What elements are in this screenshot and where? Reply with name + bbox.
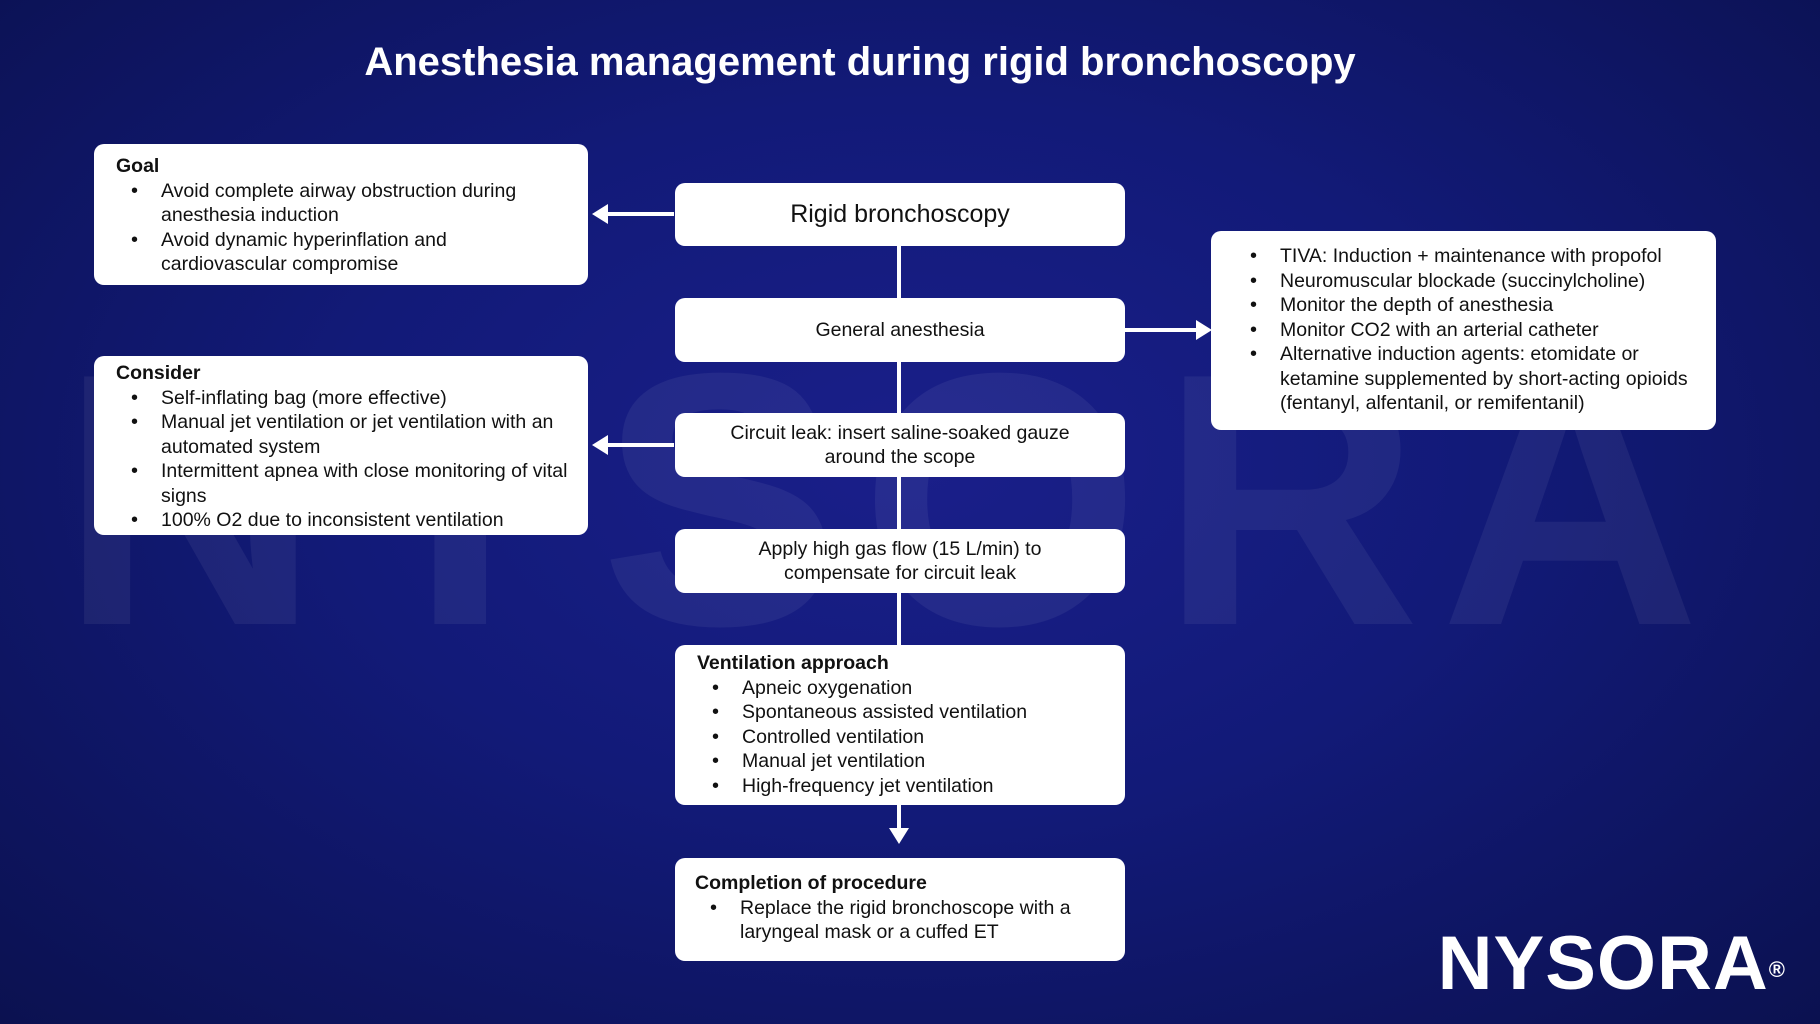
- list-item: Avoid dynamic hyperinflation and cardiov…: [131, 228, 568, 277]
- rigid-bronchoscopy-box: Rigid bronchoscopy: [675, 183, 1125, 246]
- completion-list: Replace the rigid bronchoscope with a la…: [695, 896, 1105, 945]
- circuit-leak-box: Circuit leak: insert saline-soaked gauze…: [675, 413, 1125, 477]
- goal-box: Goal Avoid complete airway obstruction d…: [94, 144, 588, 285]
- completion-box: Completion of procedure Replace the rigi…: [675, 858, 1125, 961]
- arrow-left-icon: [592, 435, 608, 455]
- goal-heading: Goal: [116, 155, 160, 177]
- consider-heading: Consider: [116, 362, 201, 384]
- list-item: Controlled ventilation: [712, 725, 1105, 750]
- connector-to-details: [1125, 328, 1205, 332]
- rigid-bronchoscopy-label: Rigid bronchoscopy: [790, 200, 1010, 229]
- arrow-right-icon: [1196, 320, 1212, 340]
- list-item: Manual jet ventilation or jet ventilatio…: [131, 410, 568, 459]
- list-item: 100% O2 due to inconsistent ventilation: [131, 508, 568, 533]
- list-item: Monitor the depth of anesthesia: [1250, 293, 1696, 318]
- consider-list: Self-inflating bag (more effective) Manu…: [116, 386, 568, 533]
- nysora-logo: NYSORA®: [1438, 926, 1786, 1002]
- list-item: Alternative induction agents: etomidate …: [1250, 342, 1696, 416]
- ventilation-approach-box: Ventilation approach Apneic oxygenation …: [675, 645, 1125, 805]
- gas-flow-label: Apply high gas flow (15 L/min) to compen…: [758, 537, 1042, 585]
- page-title: Anesthesia management during rigid bronc…: [364, 40, 1356, 84]
- general-anesthesia-label: General anesthesia: [815, 318, 985, 341]
- connector-to-goal: [604, 212, 674, 216]
- general-anesthesia-box: General anesthesia: [675, 298, 1125, 362]
- list-item: TIVA: Induction + maintenance with propo…: [1250, 244, 1696, 269]
- anesthesia-details-list: TIVA: Induction + maintenance with propo…: [1235, 244, 1696, 416]
- arrow-left-icon: [592, 204, 608, 224]
- list-item: High-frequency jet ventilation: [712, 774, 1105, 799]
- connector-to-consider: [604, 443, 674, 447]
- goal-list: Avoid complete airway obstruction during…: [116, 179, 568, 277]
- connector-to-completion: [897, 805, 901, 831]
- gas-flow-box: Apply high gas flow (15 L/min) to compen…: [675, 529, 1125, 593]
- list-item: Manual jet ventilation: [712, 749, 1105, 774]
- completion-heading: Completion of procedure: [695, 872, 927, 894]
- list-item: Intermittent apnea with close monitoring…: [131, 459, 568, 508]
- logo-text: NYSORA: [1437, 921, 1769, 1006]
- list-item: Spontaneous assisted ventilation: [712, 700, 1105, 725]
- arrow-down-icon: [889, 828, 909, 844]
- list-item: Self-inflating bag (more effective): [131, 386, 568, 411]
- list-item: Neuromuscular blockade (succinylcholine): [1250, 269, 1696, 294]
- list-item: Avoid complete airway obstruction during…: [131, 179, 568, 228]
- anesthesia-details-box: TIVA: Induction + maintenance with propo…: [1211, 231, 1716, 430]
- list-item: Apneic oxygenation: [712, 676, 1105, 701]
- list-item: Monitor CO2 with an arterial catheter: [1250, 318, 1696, 343]
- ventilation-approach-list: Apneic oxygenation Spontaneous assisted …: [697, 676, 1105, 799]
- consider-box: Consider Self-inflating bag (more effect…: [94, 356, 588, 535]
- registered-mark: ®: [1768, 957, 1786, 982]
- circuit-leak-label: Circuit leak: insert saline-soaked gauze…: [730, 421, 1070, 469]
- list-item: Replace the rigid bronchoscope with a la…: [710, 896, 1105, 945]
- ventilation-approach-heading: Ventilation approach: [697, 652, 889, 674]
